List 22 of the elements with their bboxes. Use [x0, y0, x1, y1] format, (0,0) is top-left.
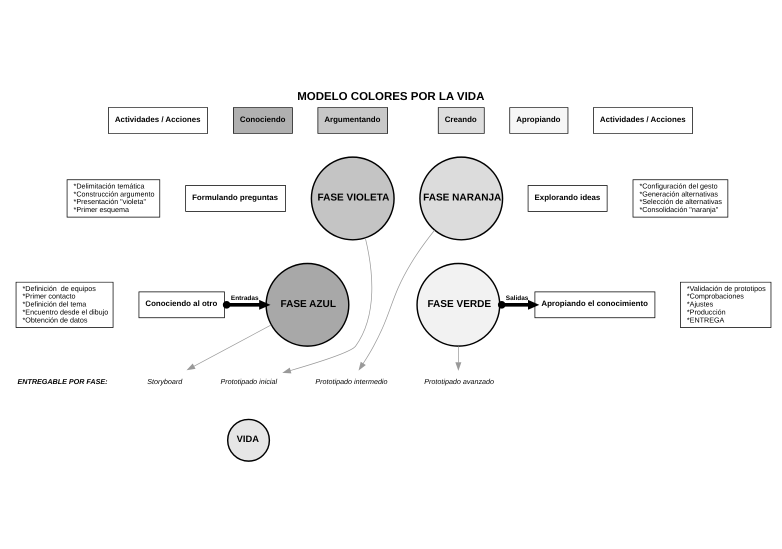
node-box: Actividades / Acciones: [593, 106, 693, 134]
node-box: Formulando preguntas: [185, 184, 286, 212]
arrow: [498, 299, 540, 310]
arrow: [222, 299, 270, 310]
node-box: Apropiando el conocimiento: [534, 291, 656, 318]
node-box: Actividades / Acciones: [108, 106, 208, 134]
node-box: Creando: [438, 106, 485, 134]
arrow: [455, 345, 462, 370]
node-circle: FASE VIOLETA: [310, 156, 395, 240]
node-box: Conociendo al otro: [138, 291, 225, 318]
arrow: [358, 229, 435, 370]
node-circle: FASE VERDE: [416, 262, 500, 346]
arrow: [186, 324, 272, 370]
node-circle: VIDA: [226, 418, 270, 462]
diagram-title: MODELO COLORES POR LA VIDA: [297, 90, 484, 103]
node-box: Argumentando: [318, 106, 388, 134]
node-box: Apropiando: [509, 106, 568, 134]
node-box: Explorando ideas: [528, 184, 608, 212]
node-box: Conociendo: [233, 106, 293, 134]
arrow: [282, 237, 372, 373]
node-circle: FASE NARANJA: [419, 156, 504, 240]
node-circle: FASE AZUL: [265, 262, 350, 346]
